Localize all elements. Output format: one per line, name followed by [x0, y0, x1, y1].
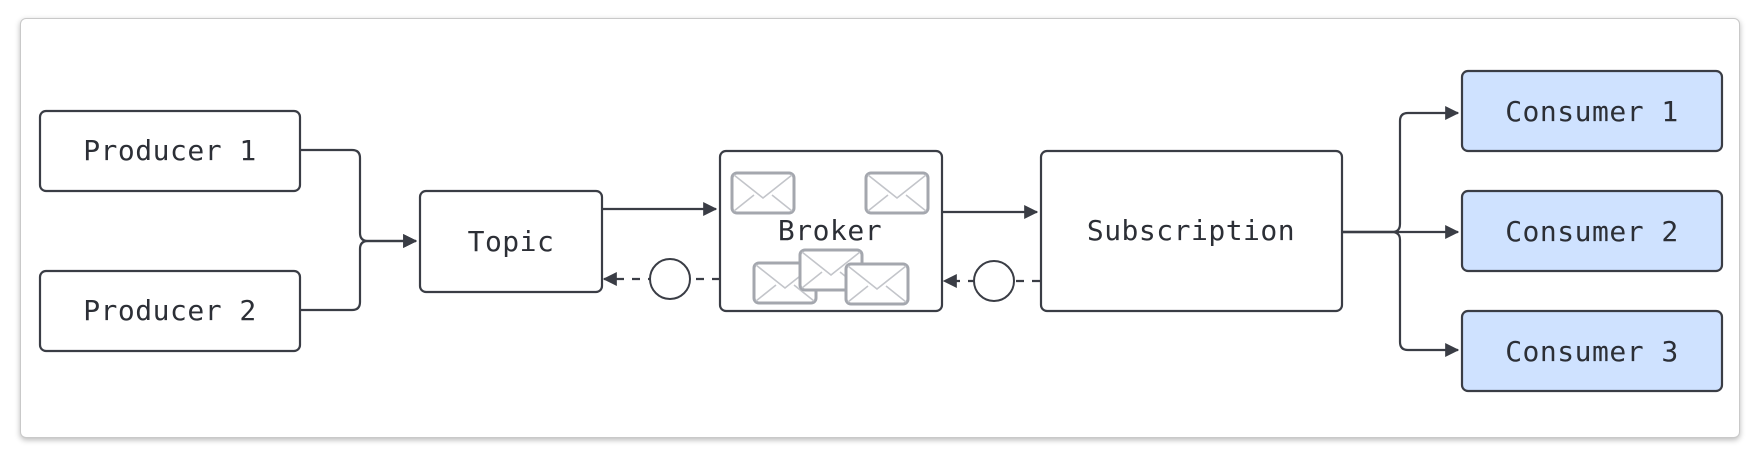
producer-2-node: Producer 2: [38, 269, 302, 353]
broker-label: Broker: [778, 214, 882, 247]
consumer-2-label: Consumer 2: [1505, 215, 1679, 248]
consumer-3-label: Consumer 3: [1505, 335, 1679, 368]
subscription-node: Subscription: [1039, 149, 1344, 313]
envelope-icon: [844, 262, 910, 306]
edge-subscription-consumer1: [1342, 106, 1460, 234]
ack-circle-icon: [649, 258, 691, 300]
ack-circle-icon: [973, 260, 1015, 302]
topic-label: Topic: [468, 225, 555, 258]
consumer-3-node: Consumer 3: [1460, 309, 1724, 393]
consumer-1-label: Consumer 1: [1505, 95, 1679, 128]
consumer-1-node: Consumer 1: [1460, 69, 1724, 153]
subscription-label: Subscription: [1087, 214, 1295, 247]
envelope-icon: [730, 171, 796, 215]
edge-subscription-consumer3: [1342, 230, 1460, 357]
producer-1-node: Producer 1: [38, 109, 302, 193]
topic-node: Topic: [418, 189, 604, 294]
envelope-icon: [864, 171, 930, 215]
producer-1-label: Producer 1: [83, 134, 257, 167]
edge-producer2-topic: [300, 234, 418, 312]
producer-2-label: Producer 2: [83, 294, 257, 327]
edge-producer1-topic: [300, 148, 418, 248]
broker-node: Broker: [718, 149, 944, 313]
consumer-2-node: Consumer 2: [1460, 189, 1724, 273]
